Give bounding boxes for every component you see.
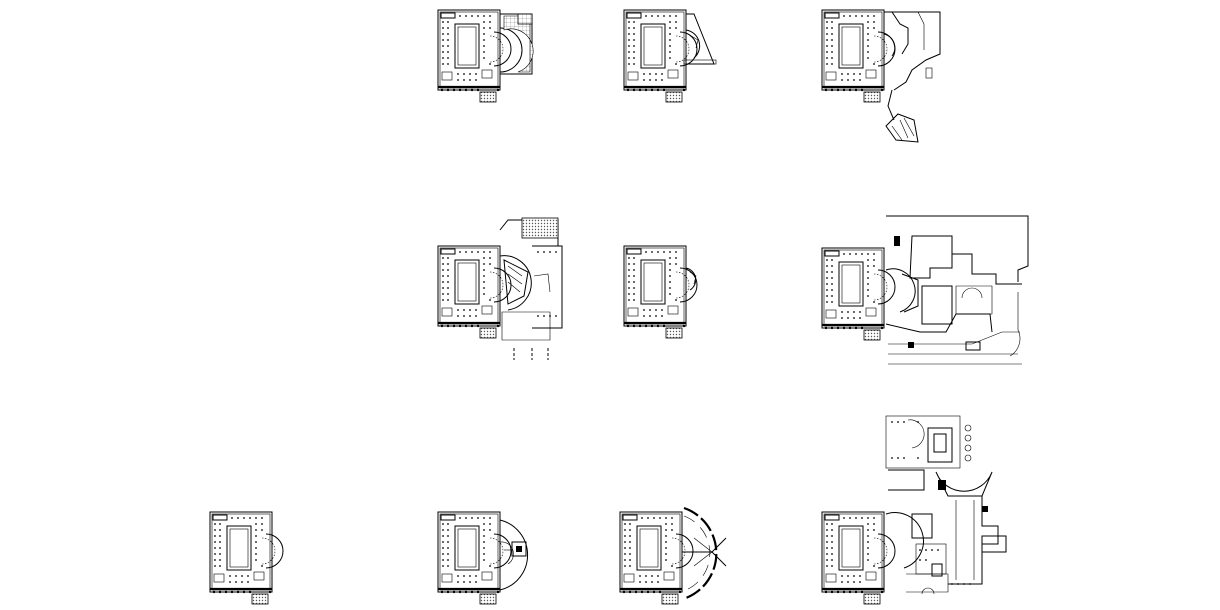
plan-r1c2 [436, 8, 548, 105]
plan-r3c1 [208, 510, 285, 607]
plan-r2c4 [820, 214, 1032, 374]
plan-r3c2 [436, 510, 548, 607]
plan-r1c3 [622, 8, 734, 105]
plan-r2c2 [436, 216, 573, 366]
plan-r3c4 [820, 414, 1012, 609]
plan-r3c3 [618, 494, 740, 606]
plan-r2c3 [622, 244, 714, 341]
plan-r1c4 [820, 8, 952, 160]
